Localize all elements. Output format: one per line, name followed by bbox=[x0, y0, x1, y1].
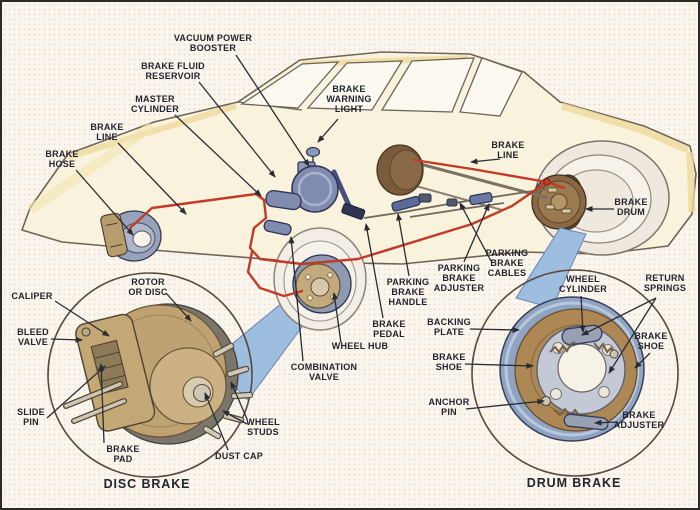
disc-brake-inset bbox=[47, 272, 254, 478]
parking-brake-cables-leader-line bbox=[459, 202, 492, 262]
bleed-valve-leader-line bbox=[50, 336, 83, 343]
brake-shoe-right-leader-line bbox=[634, 352, 651, 369]
brake-lines-red bbox=[128, 158, 566, 298]
dust-cap-leader-line bbox=[204, 392, 229, 451]
rotor-or-disc-leader-line bbox=[165, 292, 192, 322]
brake-shoe-left-leader-line bbox=[464, 362, 534, 369]
return-springs-leader-line bbox=[608, 297, 657, 374]
brake-pedal-leader-line bbox=[364, 223, 384, 319]
master-cylinder-leader-line bbox=[174, 114, 262, 197]
brake-adjuster-leader-line bbox=[594, 419, 618, 426]
parking-brake-hardware bbox=[363, 188, 547, 219]
drum-brake-inset bbox=[471, 269, 679, 477]
parking-brake-handle-leader-line bbox=[396, 213, 410, 277]
brake-warning-light-leader-line bbox=[317, 118, 339, 143]
rear-wheel-and-drum bbox=[531, 140, 670, 256]
brake-fluid-reservoir-leader-line bbox=[198, 81, 276, 178]
brake-hose-leader-line bbox=[75, 169, 134, 236]
vacuum-power-booster-leader-line bbox=[235, 54, 310, 167]
slide-pin-leader-line bbox=[46, 365, 106, 419]
return-springs-leader-line bbox=[581, 297, 657, 336]
parking-brake-adjuster-leader-line bbox=[463, 203, 490, 263]
anchor-pin-leader-line bbox=[465, 398, 545, 410]
brake-line-left-leader-line bbox=[117, 142, 187, 215]
master-cylinder-assembly bbox=[263, 146, 366, 236]
brake-line-right-leader-line bbox=[470, 158, 501, 165]
wheel-studs-leader-line bbox=[222, 410, 248, 425]
brake-pad-leader-line bbox=[98, 363, 105, 444]
car-body-outline bbox=[21, 51, 697, 265]
wheel-cylinder-leader-line bbox=[579, 295, 586, 333]
combination-valve-leader-line bbox=[288, 236, 304, 362]
wheel-hub-leader-line bbox=[331, 292, 342, 344]
backing-plate-leader-line bbox=[469, 326, 520, 333]
wheel-studs-leader-line bbox=[230, 381, 248, 420]
caliper-leader-line bbox=[54, 300, 110, 337]
